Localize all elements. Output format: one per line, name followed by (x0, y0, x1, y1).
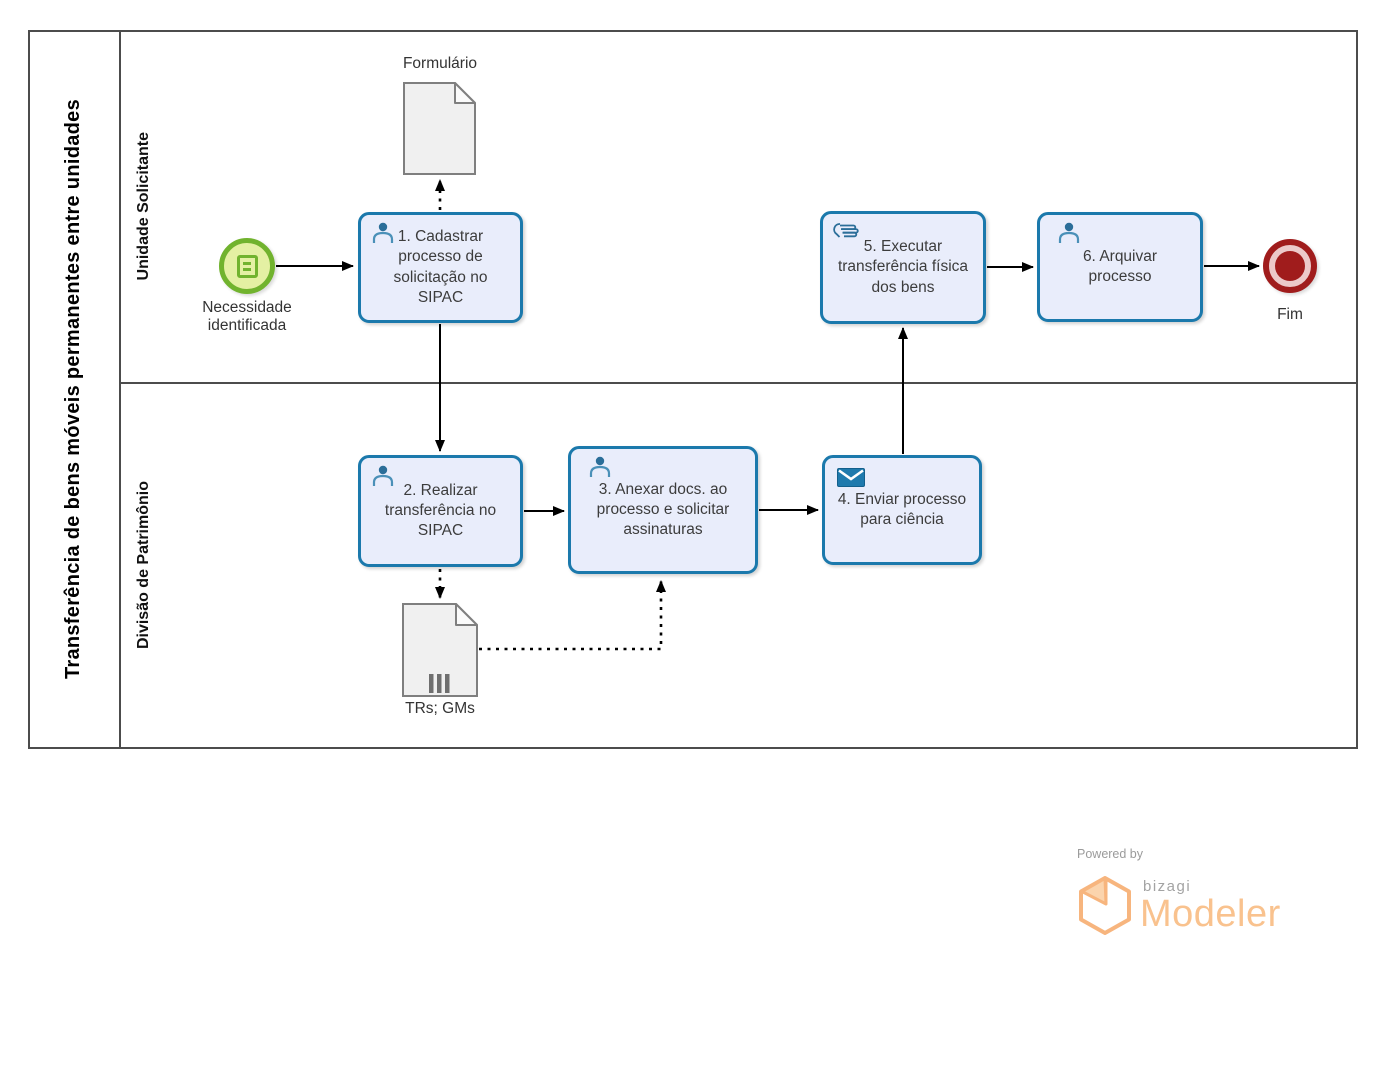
lane-label-unidade-solicitante: Unidade Solicitante (135, 131, 152, 281)
user-icon (589, 456, 611, 477)
lane-unidade-solicitante: Unidade Solicitante (121, 30, 167, 382)
task-label: 4. Enviar processo para ciência (837, 490, 967, 528)
task-label: 6. Arquivar processo (1082, 247, 1158, 285)
task-label: 1. Cadastrar processo de solicitação no … (393, 228, 488, 306)
start-event-label: Necessidade identificada (202, 299, 292, 334)
pool-outline (28, 30, 1358, 749)
send-envelope-icon (837, 468, 865, 487)
data-object-formulario-icon (403, 82, 476, 175)
manual-hand-icon (833, 223, 859, 238)
modeler-product-label: Modeler (1140, 893, 1281, 935)
data-object-formulario-label: Formulário (402, 55, 478, 72)
powered-by-label: Powered by (1077, 847, 1144, 861)
task-label: 3. Anexar docs. ao processo e solicitar … (596, 480, 730, 539)
task-label: 2. Realizar transferência no SIPAC (384, 481, 497, 540)
task-4-enviar-processo: 4. Enviar processo para ciência (822, 455, 982, 565)
pool-title-strip: Transferência de bens móveis permanentes… (28, 30, 121, 749)
lane-divisao-de-patrimonio: Divisão de Patrimônio (121, 382, 167, 749)
end-event-core (1275, 251, 1305, 281)
bizagi-logo-icon (1079, 876, 1131, 935)
end-event-label: Fim (1277, 306, 1303, 323)
data-object-trs-gms-label: TRs; GMs (405, 700, 475, 717)
start-event-conditional (219, 238, 275, 294)
bizagi-brand-label: bizagi (1143, 878, 1192, 895)
task-2-realizar-transferencia: 2. Realizar transferência no SIPAC (358, 455, 523, 567)
lane-label-divisao-de-patrimonio: Divisão de Patrimônio (135, 481, 152, 650)
task-3-anexar-docs: 3. Anexar docs. ao processo e solicitar … (568, 446, 758, 574)
task-1-cadastrar-processo: 1. Cadastrar processo de solicitação no … (358, 212, 523, 323)
user-icon (372, 465, 394, 486)
end-event (1263, 239, 1317, 293)
task-6-arquivar-processo: 6. Arquivar processo (1037, 212, 1203, 322)
task-5-executar-transferencia-fisica: 5. Executar transferência física dos ben… (820, 211, 986, 324)
data-object-trs-gms-icon (402, 603, 478, 697)
user-icon (372, 222, 394, 243)
lane-divider (121, 382, 1358, 384)
conditional-event-icon (236, 254, 258, 278)
pool-title: Transferência de bens móveis permanentes… (62, 99, 84, 680)
multi-instance-marker-icon (429, 674, 450, 693)
user-icon (1058, 222, 1080, 243)
task-label: 5. Executar transferência física dos ben… (837, 238, 969, 296)
